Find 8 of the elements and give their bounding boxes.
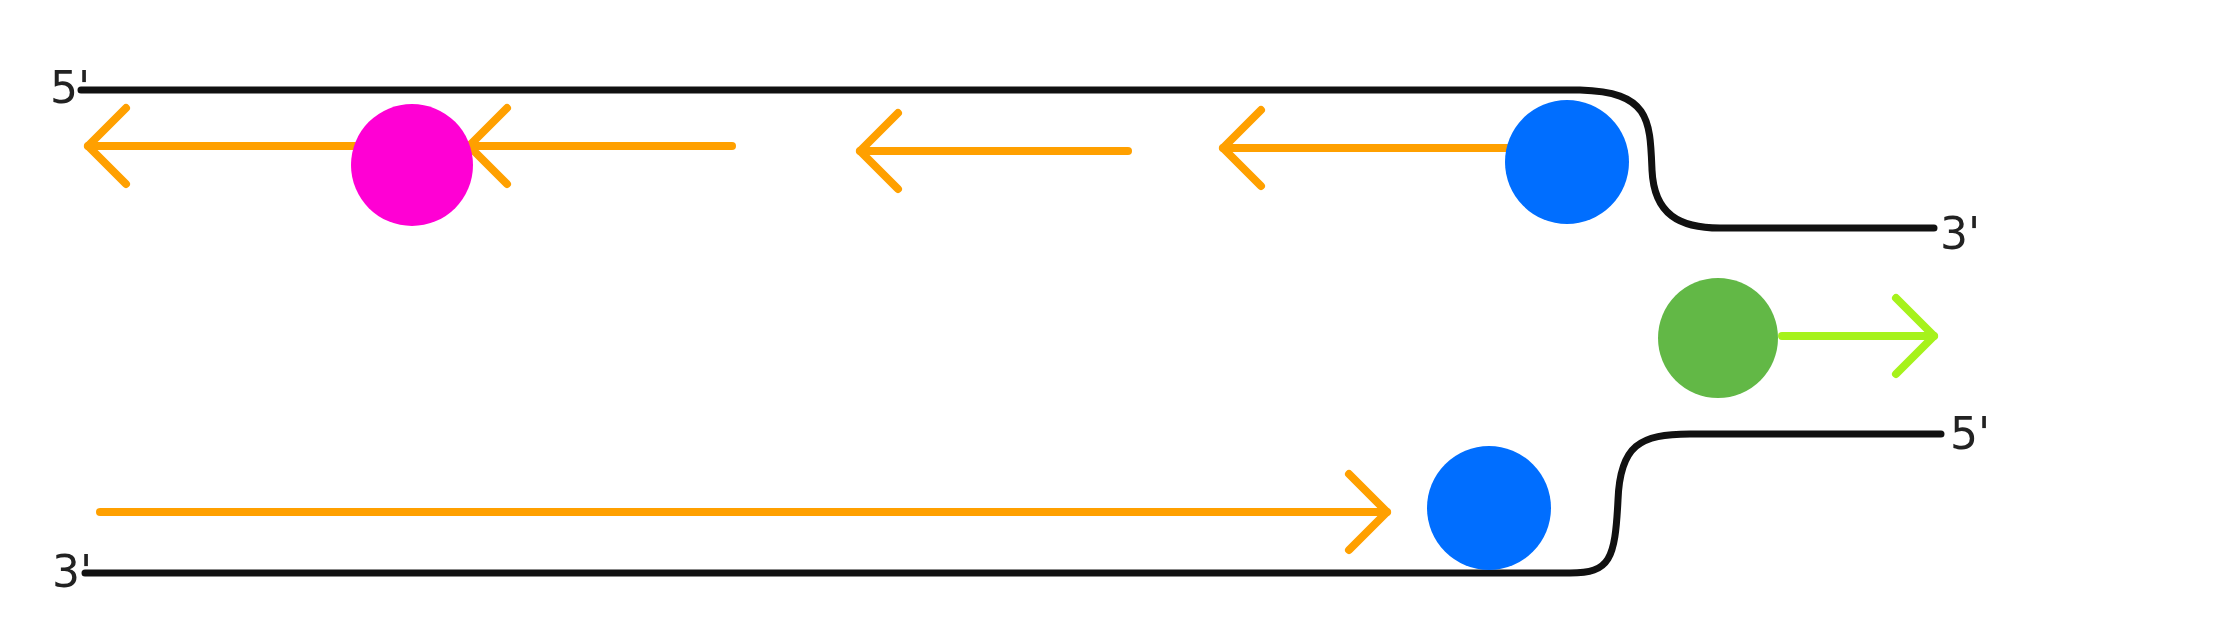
enzyme-circle <box>351 104 473 226</box>
enzyme-circle <box>1505 100 1629 224</box>
strand-end-label: 3' <box>1940 212 1981 256</box>
strand-end-label: 5' <box>50 66 91 110</box>
strand-end-label: 5' <box>1950 412 1991 456</box>
strand-end-label: 3' <box>52 550 93 594</box>
enzyme-circle <box>1427 446 1551 570</box>
enzyme-circle <box>1658 278 1778 398</box>
